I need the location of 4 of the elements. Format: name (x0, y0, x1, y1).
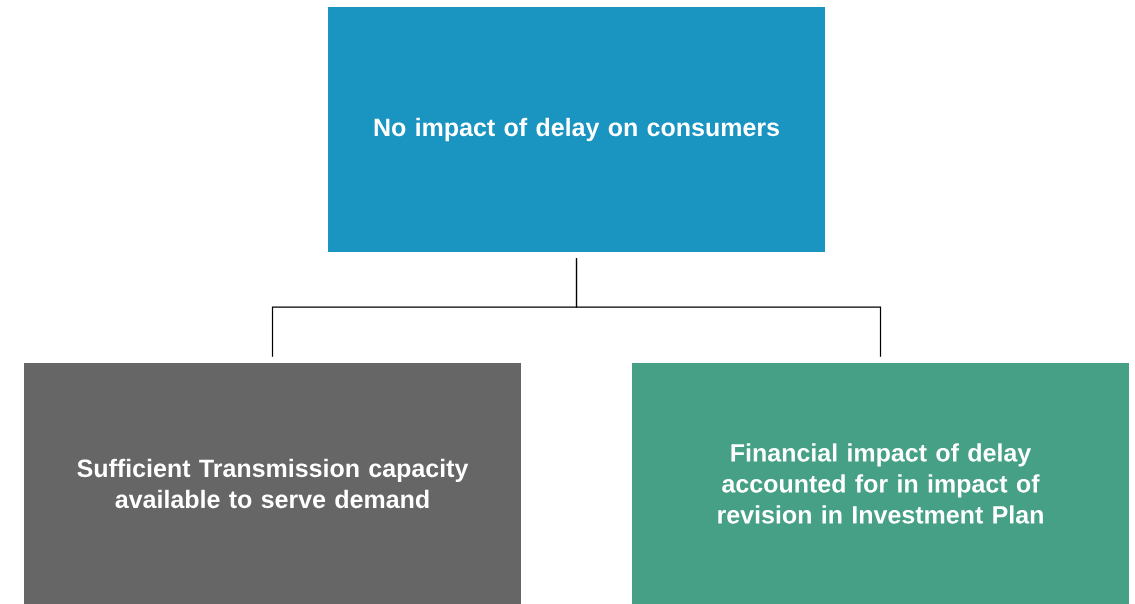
connector-line (575, 257, 882, 358)
process-box: No impact of delay on consumers (328, 7, 825, 252)
process-box: Financial impact of delay accounted for in impact of revision in Investment Plan (632, 363, 1129, 604)
process-box: Sufficient Transmission capacity available to serve demand (24, 363, 521, 604)
